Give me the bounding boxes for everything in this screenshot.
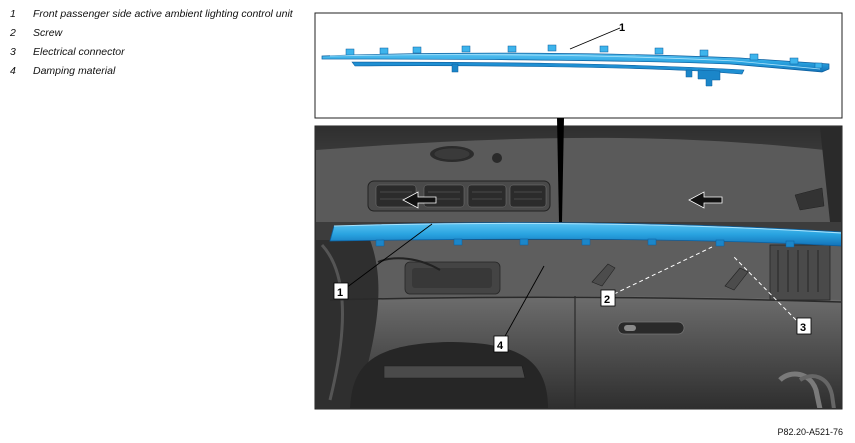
legend-number: 1: [10, 8, 16, 20]
legend-number: 2: [10, 27, 16, 39]
leader-line: [733, 256, 797, 321]
callout-label-screw: 2: [604, 294, 610, 306]
direction-arrow-icon: [688, 191, 723, 209]
legend-item-1: 1 Front passenger side active ambient li…: [10, 8, 300, 20]
legend-item-3: 3 Electrical connector: [10, 46, 300, 58]
legend-item-2: 2 Screw: [10, 27, 300, 39]
leader-line: [569, 27, 621, 50]
legend-item-4: 4 Damping material: [10, 65, 300, 77]
leader-line: [503, 265, 545, 339]
top-detail-panel: 1: [314, 12, 843, 119]
legend-number: 4: [10, 65, 16, 77]
bottom-installation-panel: [314, 125, 843, 410]
leader-line: [345, 223, 433, 289]
callout-label-top: 1: [619, 22, 625, 34]
legend-label: Electrical connector: [33, 46, 125, 58]
ambient-lighting-control-unit-installed: [329, 222, 841, 248]
callout-label-damping: 4: [497, 340, 504, 352]
ambient-lighting-control-unit-isolated: [321, 44, 830, 87]
callout-label-connector: 3: [800, 322, 806, 334]
direction-arrow-icon: [402, 191, 437, 209]
legend-label: Damping material: [33, 65, 116, 77]
legend: 1 Front passenger side active ambient li…: [10, 8, 300, 84]
bottom-panel-frame: [314, 125, 843, 410]
detail-pointer: [557, 118, 564, 222]
figure-id: P82.20-A521-76: [777, 427, 843, 437]
bottom-callouts: 1 2 3 4: [333, 223, 812, 353]
legend-label: Screw: [33, 27, 63, 39]
legend-number: 3: [10, 46, 16, 58]
callout-label-part: 1: [337, 287, 343, 299]
legend-label: Front passenger side active ambient ligh…: [33, 8, 293, 20]
